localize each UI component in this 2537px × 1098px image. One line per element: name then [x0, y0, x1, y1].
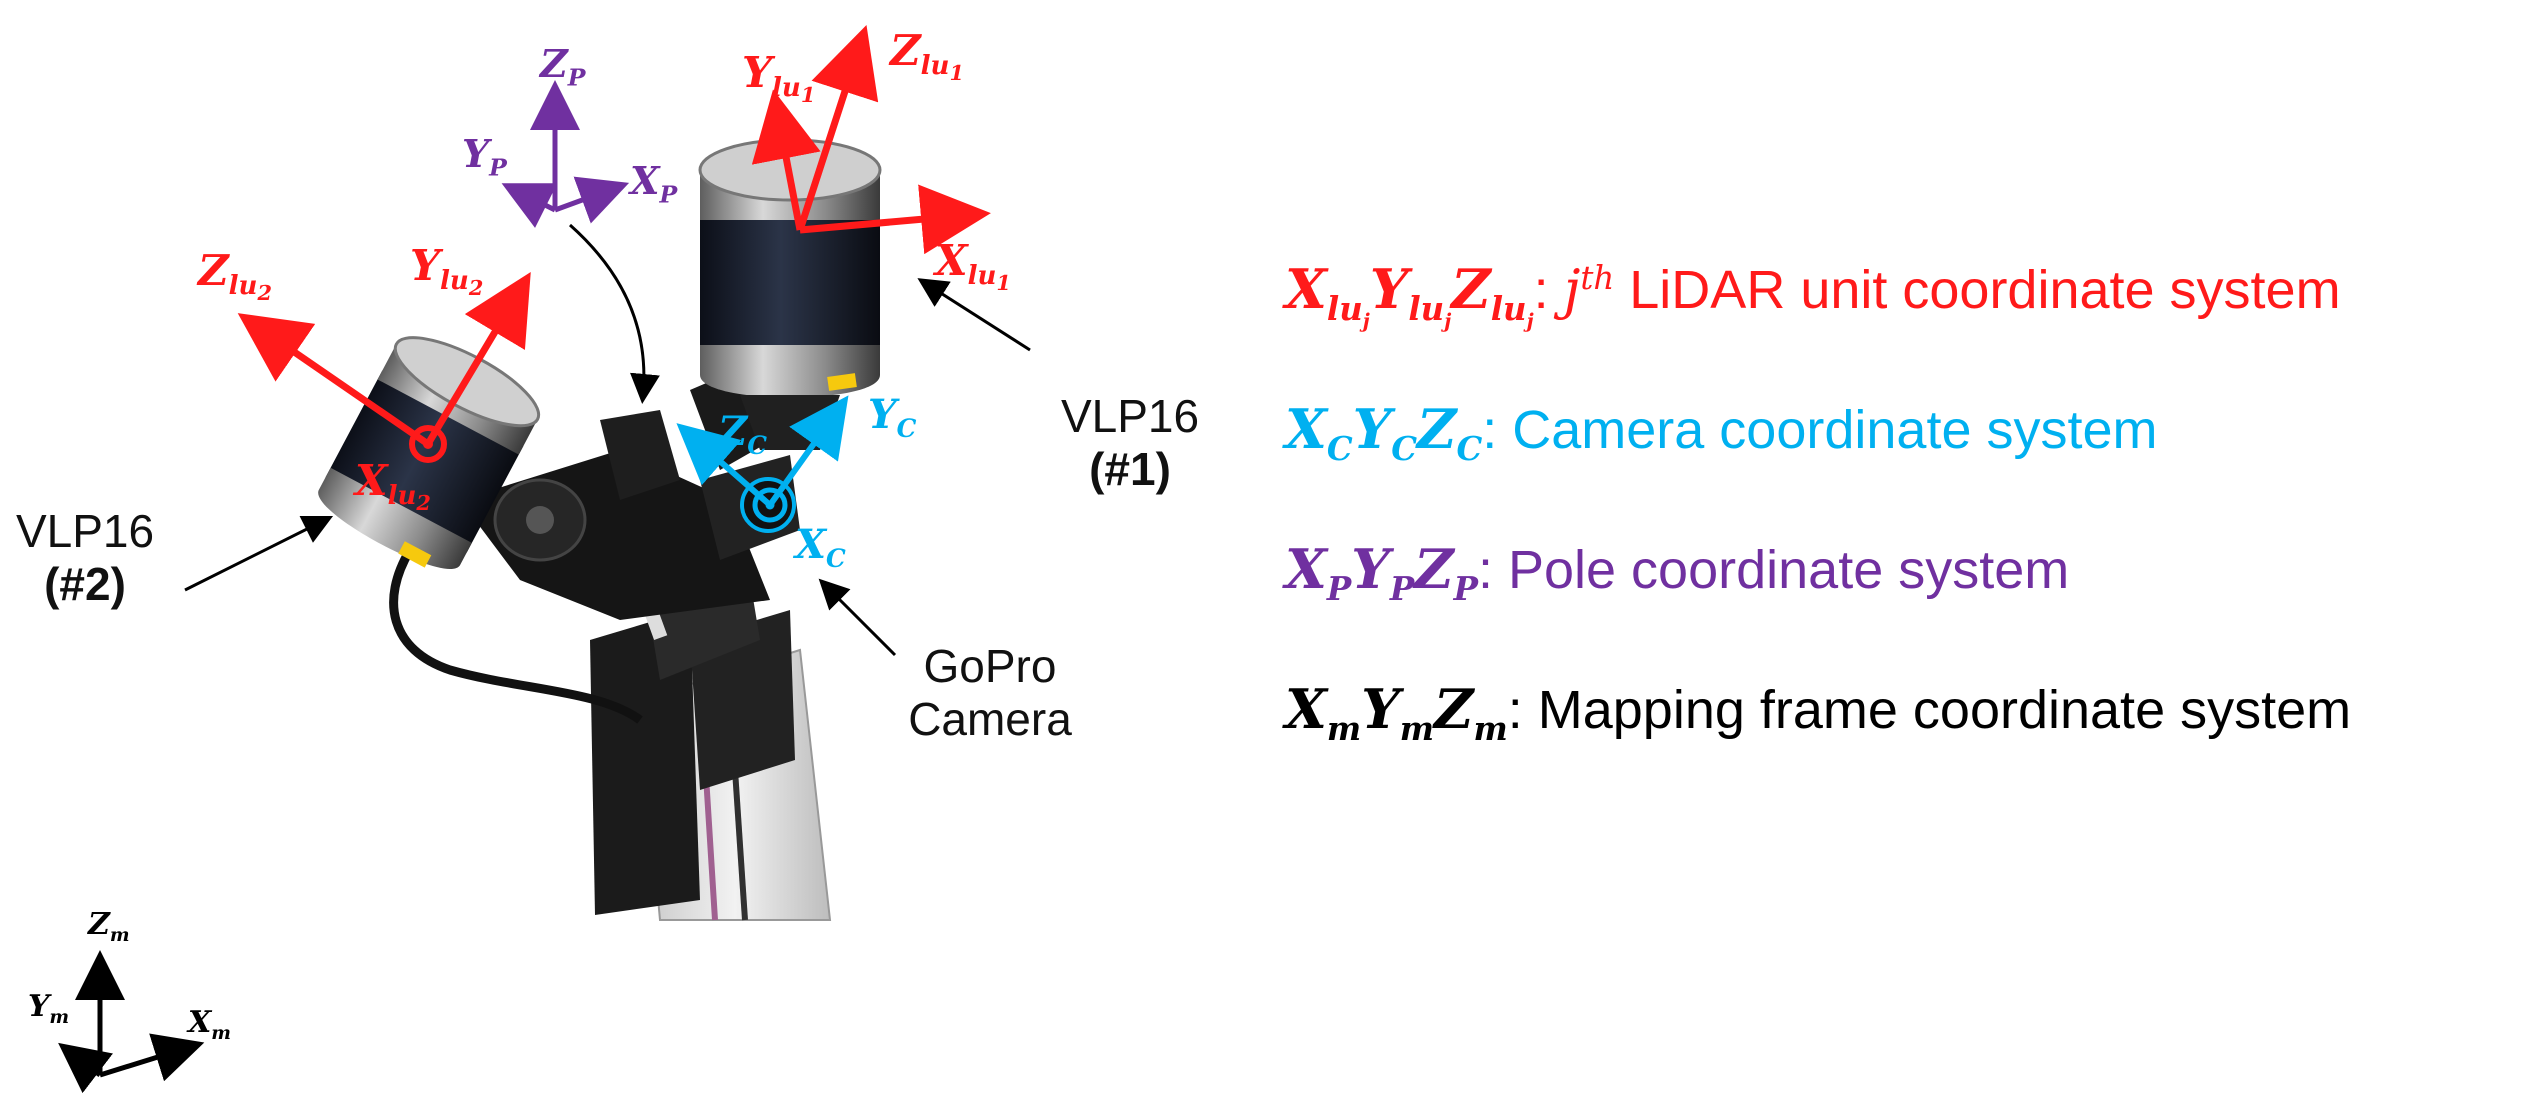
lidar1-z-label: Zlu1: [890, 26, 964, 86]
vlp16-1-label: VLP16 (#1): [1060, 390, 1200, 495]
lidar2-z-label: Zlu2: [198, 246, 272, 306]
legend-pole: XPYPZP: Pole coordinate system: [1285, 537, 2070, 608]
sensor-cable: [389, 547, 643, 724]
lidar1-y-label: Ylu1: [742, 48, 816, 108]
mapping-axes: [58, 950, 205, 1094]
lidar1-x-label: Xlu1: [935, 236, 1011, 296]
lidar1-axes: [751, 25, 991, 255]
camera-z-label: ZC: [718, 408, 767, 460]
pole-axes: [501, 80, 630, 229]
callout-arrows: [184, 223, 1031, 657]
pole-z-label: ZP: [540, 41, 586, 92]
mapping-x-label: Xm: [188, 1005, 231, 1044]
camera-y-label: YC: [868, 391, 917, 443]
lidar2-y-label: Ylu2: [410, 241, 484, 301]
pole-x-label: XP: [630, 158, 678, 209]
gopro-label: GoPro Camera: [908, 640, 1072, 745]
camera-x-label: XC: [795, 521, 846, 573]
lidar2-x-label: Xlu2: [355, 456, 431, 516]
legend-mapping: XmYmZm: Mapping frame coordinate system: [1285, 677, 2352, 748]
mapping-z-label: Zm: [88, 907, 130, 946]
lidar2-axes: [237, 271, 531, 463]
legend-camera: XCYCZC: Camera coordinate system: [1285, 397, 2158, 468]
legend-lidar: XlujYlujZluj: jth LiDAR unit coordinate …: [1285, 257, 2341, 333]
vlp16-2-label: VLP16 (#2): [15, 505, 155, 610]
pole-y-label: YP: [462, 131, 507, 182]
mapping-y-label: Ym: [28, 989, 70, 1028]
camera-axes: [676, 395, 849, 523]
mount-bracket: [460, 360, 790, 620]
